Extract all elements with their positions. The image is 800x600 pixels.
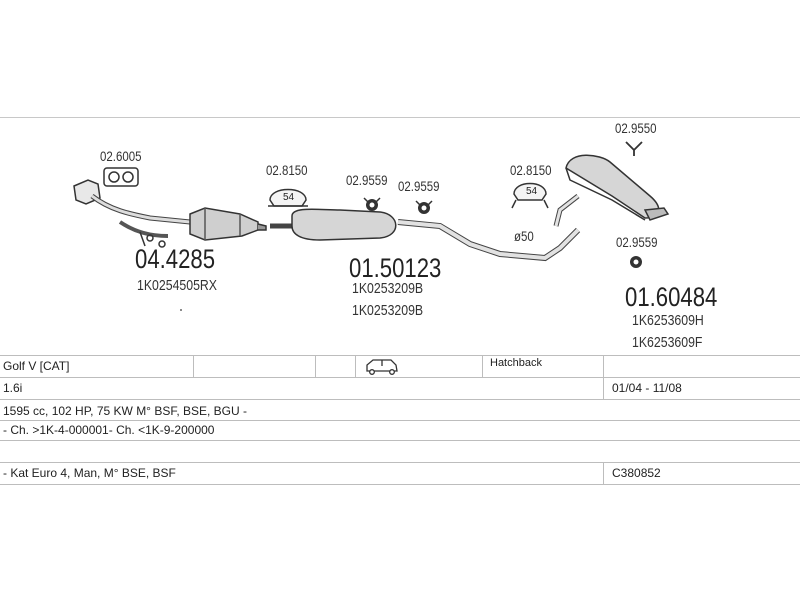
clamp3-ref-label: 02.8150	[510, 162, 552, 178]
notes-cell: - Kat Euro 4, Man, M° BSE, BSF	[3, 466, 176, 480]
front-pipe-icon	[73, 179, 267, 248]
clamp-02-8150-left-icon	[268, 188, 308, 207]
front-pipe-ref-label: 04.4285	[135, 244, 216, 274]
chassis-cell: - Ch. >1K-4-000001- Ch. <1K-9-200000	[3, 423, 215, 437]
clamp-right-size-label: 54	[526, 186, 538, 197]
table-col-divider	[355, 356, 356, 377]
middle-silencer-oem2-label: 1K0253209B	[352, 302, 424, 319]
table-row-divider	[0, 420, 800, 421]
table-col-divider	[603, 356, 604, 377]
table-row-divider	[0, 377, 800, 378]
rubber-mount-4-icon	[630, 256, 642, 268]
table-col-divider	[315, 356, 316, 377]
front-pipe-oem-label: 1K0254505RX	[137, 277, 218, 294]
exhaust-diagram: 54 54	[73, 141, 670, 311]
car-body-icon	[366, 359, 398, 375]
dot-mark	[180, 309, 182, 311]
years-cell: 01/04 - 11/08	[612, 381, 682, 395]
rubber-mount-3-icon	[625, 141, 643, 156]
rear-silencer-oem2-label: 1K6253609F	[632, 334, 703, 351]
table-row-divider	[0, 399, 800, 400]
middle-silencer-icon	[270, 208, 581, 262]
engine-cell: 1.6i	[3, 381, 23, 395]
clamp-left-size-label: 54	[283, 192, 295, 203]
diameter-label: ø50	[514, 228, 534, 244]
table-row-divider	[0, 440, 800, 441]
rubber1-ref-label: 02.9559	[346, 172, 388, 188]
body-type-cell: Hatchback	[490, 357, 542, 369]
table-border-top	[0, 355, 800, 356]
rubber-mount-1-icon	[363, 197, 381, 211]
middle-silencer-oem1-label: 1K0253209B	[352, 280, 424, 297]
rear-silencer-oem1-label: 1K6253609H	[632, 312, 704, 329]
rubber4-ref-label: 02.9559	[616, 234, 658, 250]
table-col-divider	[603, 378, 604, 399]
rear-silencer-icon	[553, 154, 670, 227]
clamp-02-6005-icon	[103, 167, 139, 187]
table-border-bottom	[0, 484, 800, 485]
specs-cell: 1595 cc, 102 HP, 75 KW M° BSF, BSE, BGU …	[3, 404, 248, 418]
clamp1-ref-label: 02.6005	[100, 148, 142, 164]
table-row-divider	[0, 462, 800, 463]
table-col-divider	[482, 356, 483, 377]
rubber3-ref-label: 02.9550	[615, 120, 657, 136]
rubber2-ref-label: 02.9559	[398, 178, 440, 194]
middle-silencer-ref-label: 01.50123	[349, 253, 442, 283]
code-cell: C380852	[612, 466, 661, 480]
model-cell: Golf V [CAT]	[3, 359, 70, 373]
clamp-02-8150-right-icon	[511, 182, 549, 209]
table-col-divider	[603, 463, 604, 484]
rear-silencer-ref-label: 01.60484	[625, 282, 718, 312]
top-divider	[0, 117, 800, 118]
table-col-divider	[193, 356, 194, 377]
clamp2-ref-label: 02.8150	[266, 162, 308, 178]
rubber-mount-2-icon	[415, 200, 433, 214]
